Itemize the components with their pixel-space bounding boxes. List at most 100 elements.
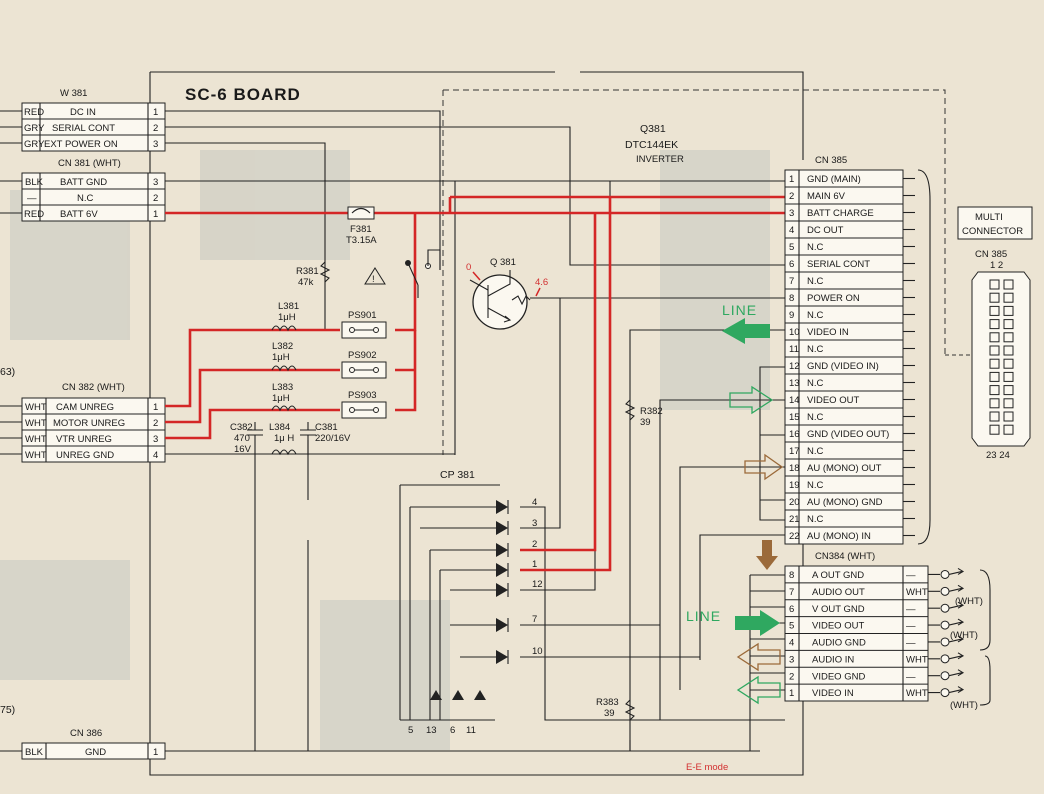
svg-text:1 2: 1 2 [990, 260, 1003, 271]
pin-cell [1003, 332, 1014, 343]
svg-text:10: 10 [789, 327, 800, 338]
svg-text:N.C: N.C [807, 446, 824, 457]
svg-text:C382: C382 [230, 422, 253, 433]
svg-text:4: 4 [532, 497, 537, 508]
svg-text:Q 381: Q 381 [490, 257, 516, 268]
pin-cell [989, 371, 1000, 382]
svg-text:WHT: WHT [906, 654, 928, 665]
bracket [917, 169, 931, 545]
svg-text:12: 12 [532, 579, 543, 590]
svg-text:SERIAL CONT: SERIAL CONT [807, 259, 870, 270]
svg-text:BLK: BLK [25, 177, 44, 188]
svg-text:13: 13 [789, 378, 800, 389]
resistor-r381: R381 47k [296, 261, 331, 288]
pin-cell [1003, 305, 1014, 316]
pin-cell [989, 345, 1000, 356]
pin-cell [1003, 358, 1014, 369]
svg-text:1μH: 1μH [272, 352, 290, 363]
inductor-l382: L382 1μH [271, 341, 297, 372]
line-arrow-in: LINE [722, 302, 770, 344]
line-arrow-video-out: LINE [686, 608, 780, 636]
svg-text:R383: R383 [596, 697, 619, 708]
svg-text:BATT GND: BATT GND [60, 177, 107, 188]
svg-text:N.C: N.C [77, 193, 94, 204]
svg-text:GND: GND [85, 747, 106, 758]
pin-cell [1003, 371, 1014, 382]
jack-icon [940, 584, 965, 596]
svg-text:BATT CHARGE: BATT CHARGE [807, 208, 874, 219]
svg-text:VTR UNREG: VTR UNREG [56, 434, 112, 445]
pin-cell [1003, 292, 1014, 303]
diode-icon [474, 690, 486, 700]
w381-row: RED DC IN 1 [24, 107, 158, 118]
svg-text:1: 1 [153, 209, 158, 220]
svg-text:1: 1 [532, 559, 537, 570]
svg-text:Q381: Q381 [640, 123, 666, 135]
svg-text:RED: RED [24, 209, 44, 220]
svg-text:!: ! [372, 274, 375, 285]
warning-icon: ! [364, 267, 386, 285]
jack-icon [940, 669, 965, 681]
diode-icon [496, 500, 509, 514]
left-ref-75: 75) [0, 704, 15, 716]
svg-text:15: 15 [789, 412, 800, 423]
audio-down-arrow [756, 540, 778, 570]
svg-text:N.C: N.C [807, 344, 824, 355]
svg-text:SERIAL CONT: SERIAL CONT [52, 123, 115, 134]
svg-text:2: 2 [153, 193, 158, 204]
cn382-name: CN 382 (WHT) [62, 382, 125, 393]
w381-row: GRY SERIAL CONT 2 [24, 123, 158, 134]
svg-text:2: 2 [789, 191, 794, 202]
svg-text:7: 7 [789, 276, 794, 287]
svg-text:C381: C381 [315, 422, 338, 433]
svg-text:R381: R381 [296, 266, 319, 277]
cn386-name: CN 386 [70, 728, 102, 739]
svg-text:GND (VIDEO OUT): GND (VIDEO OUT) [807, 429, 889, 440]
svg-text:1: 1 [153, 107, 158, 118]
resistor-r383: R383 39 [596, 697, 636, 721]
svg-text:5: 5 [408, 725, 413, 736]
cn385-row: 17 N.C [785, 441, 915, 457]
svg-text:A OUT GND: A OUT GND [812, 570, 864, 581]
svg-text:EXT POWER ON: EXT POWER ON [44, 139, 118, 150]
svg-text:1μH: 1μH [278, 312, 296, 323]
svg-text:3: 3 [532, 518, 537, 529]
resistor-r382: R382 39 [624, 399, 663, 428]
svg-text:2: 2 [789, 671, 794, 682]
pin-cell [989, 305, 1000, 316]
svg-text:WHT: WHT [906, 688, 928, 699]
svg-text:10: 10 [532, 646, 543, 657]
cp381-diode-array: CP 381 4 3 2 1 12 7 10 5 13 6 11 [408, 469, 543, 736]
diode-icon [430, 690, 442, 700]
pin-cell [989, 279, 1000, 290]
svg-text:5: 5 [789, 621, 794, 632]
svg-text:19: 19 [789, 480, 800, 491]
svg-text:DC OUT: DC OUT [807, 225, 844, 236]
svg-text:PS902: PS902 [348, 350, 377, 361]
svg-text:39: 39 [604, 708, 615, 719]
protector-ps901: PS901 [341, 310, 387, 339]
svg-text:PS903: PS903 [348, 390, 377, 401]
cn381-name: CN 381 (WHT) [58, 158, 121, 169]
jack-icon [940, 686, 965, 698]
svg-text:17: 17 [789, 446, 800, 457]
pin-cell [989, 292, 1000, 303]
